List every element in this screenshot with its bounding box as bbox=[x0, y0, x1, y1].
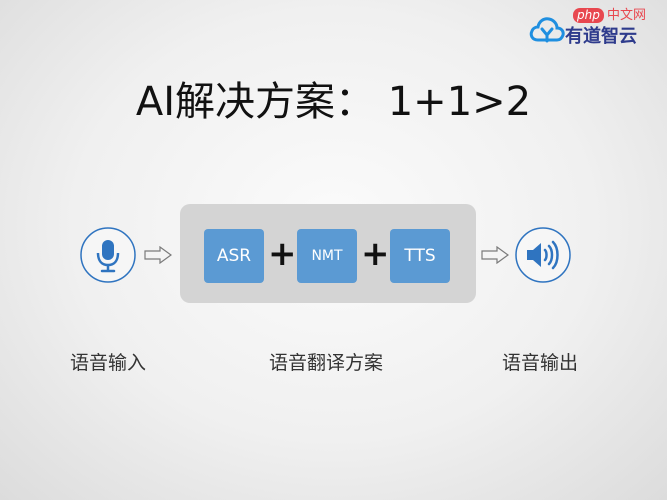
microphone-icon bbox=[80, 227, 136, 283]
logo-php-badge: php bbox=[573, 8, 604, 23]
cloud-logo-icon bbox=[529, 17, 565, 43]
slide-title: AI解决方案： 1+1>2 bbox=[135, 79, 532, 125]
tts-step-box: TTS bbox=[390, 229, 450, 283]
plus-operator: + bbox=[361, 234, 390, 274]
site-logo: php 中文网 有道智云 bbox=[529, 8, 659, 48]
caption-translation-scheme: 语音翻译方案 bbox=[268, 352, 383, 374]
tts-step-label: TTS bbox=[404, 246, 436, 266]
logo-site-name: 中文网 bbox=[607, 8, 647, 23]
arrow-right-icon bbox=[481, 246, 509, 264]
plus-operator: + bbox=[268, 234, 297, 274]
speaker-icon bbox=[515, 227, 571, 283]
caption-speech-output: 语音输出 bbox=[501, 352, 578, 374]
nmt-step-box: NMT bbox=[297, 229, 357, 283]
caption-speech-input: 语音输入 bbox=[69, 352, 146, 374]
nmt-step-label: NMT bbox=[311, 248, 343, 264]
asr-step-label: ASR bbox=[216, 246, 252, 266]
asr-step-box: ASR bbox=[204, 229, 264, 283]
logo-brand-name: 有道智云 bbox=[565, 26, 637, 47]
arrow-right-icon bbox=[144, 246, 172, 264]
